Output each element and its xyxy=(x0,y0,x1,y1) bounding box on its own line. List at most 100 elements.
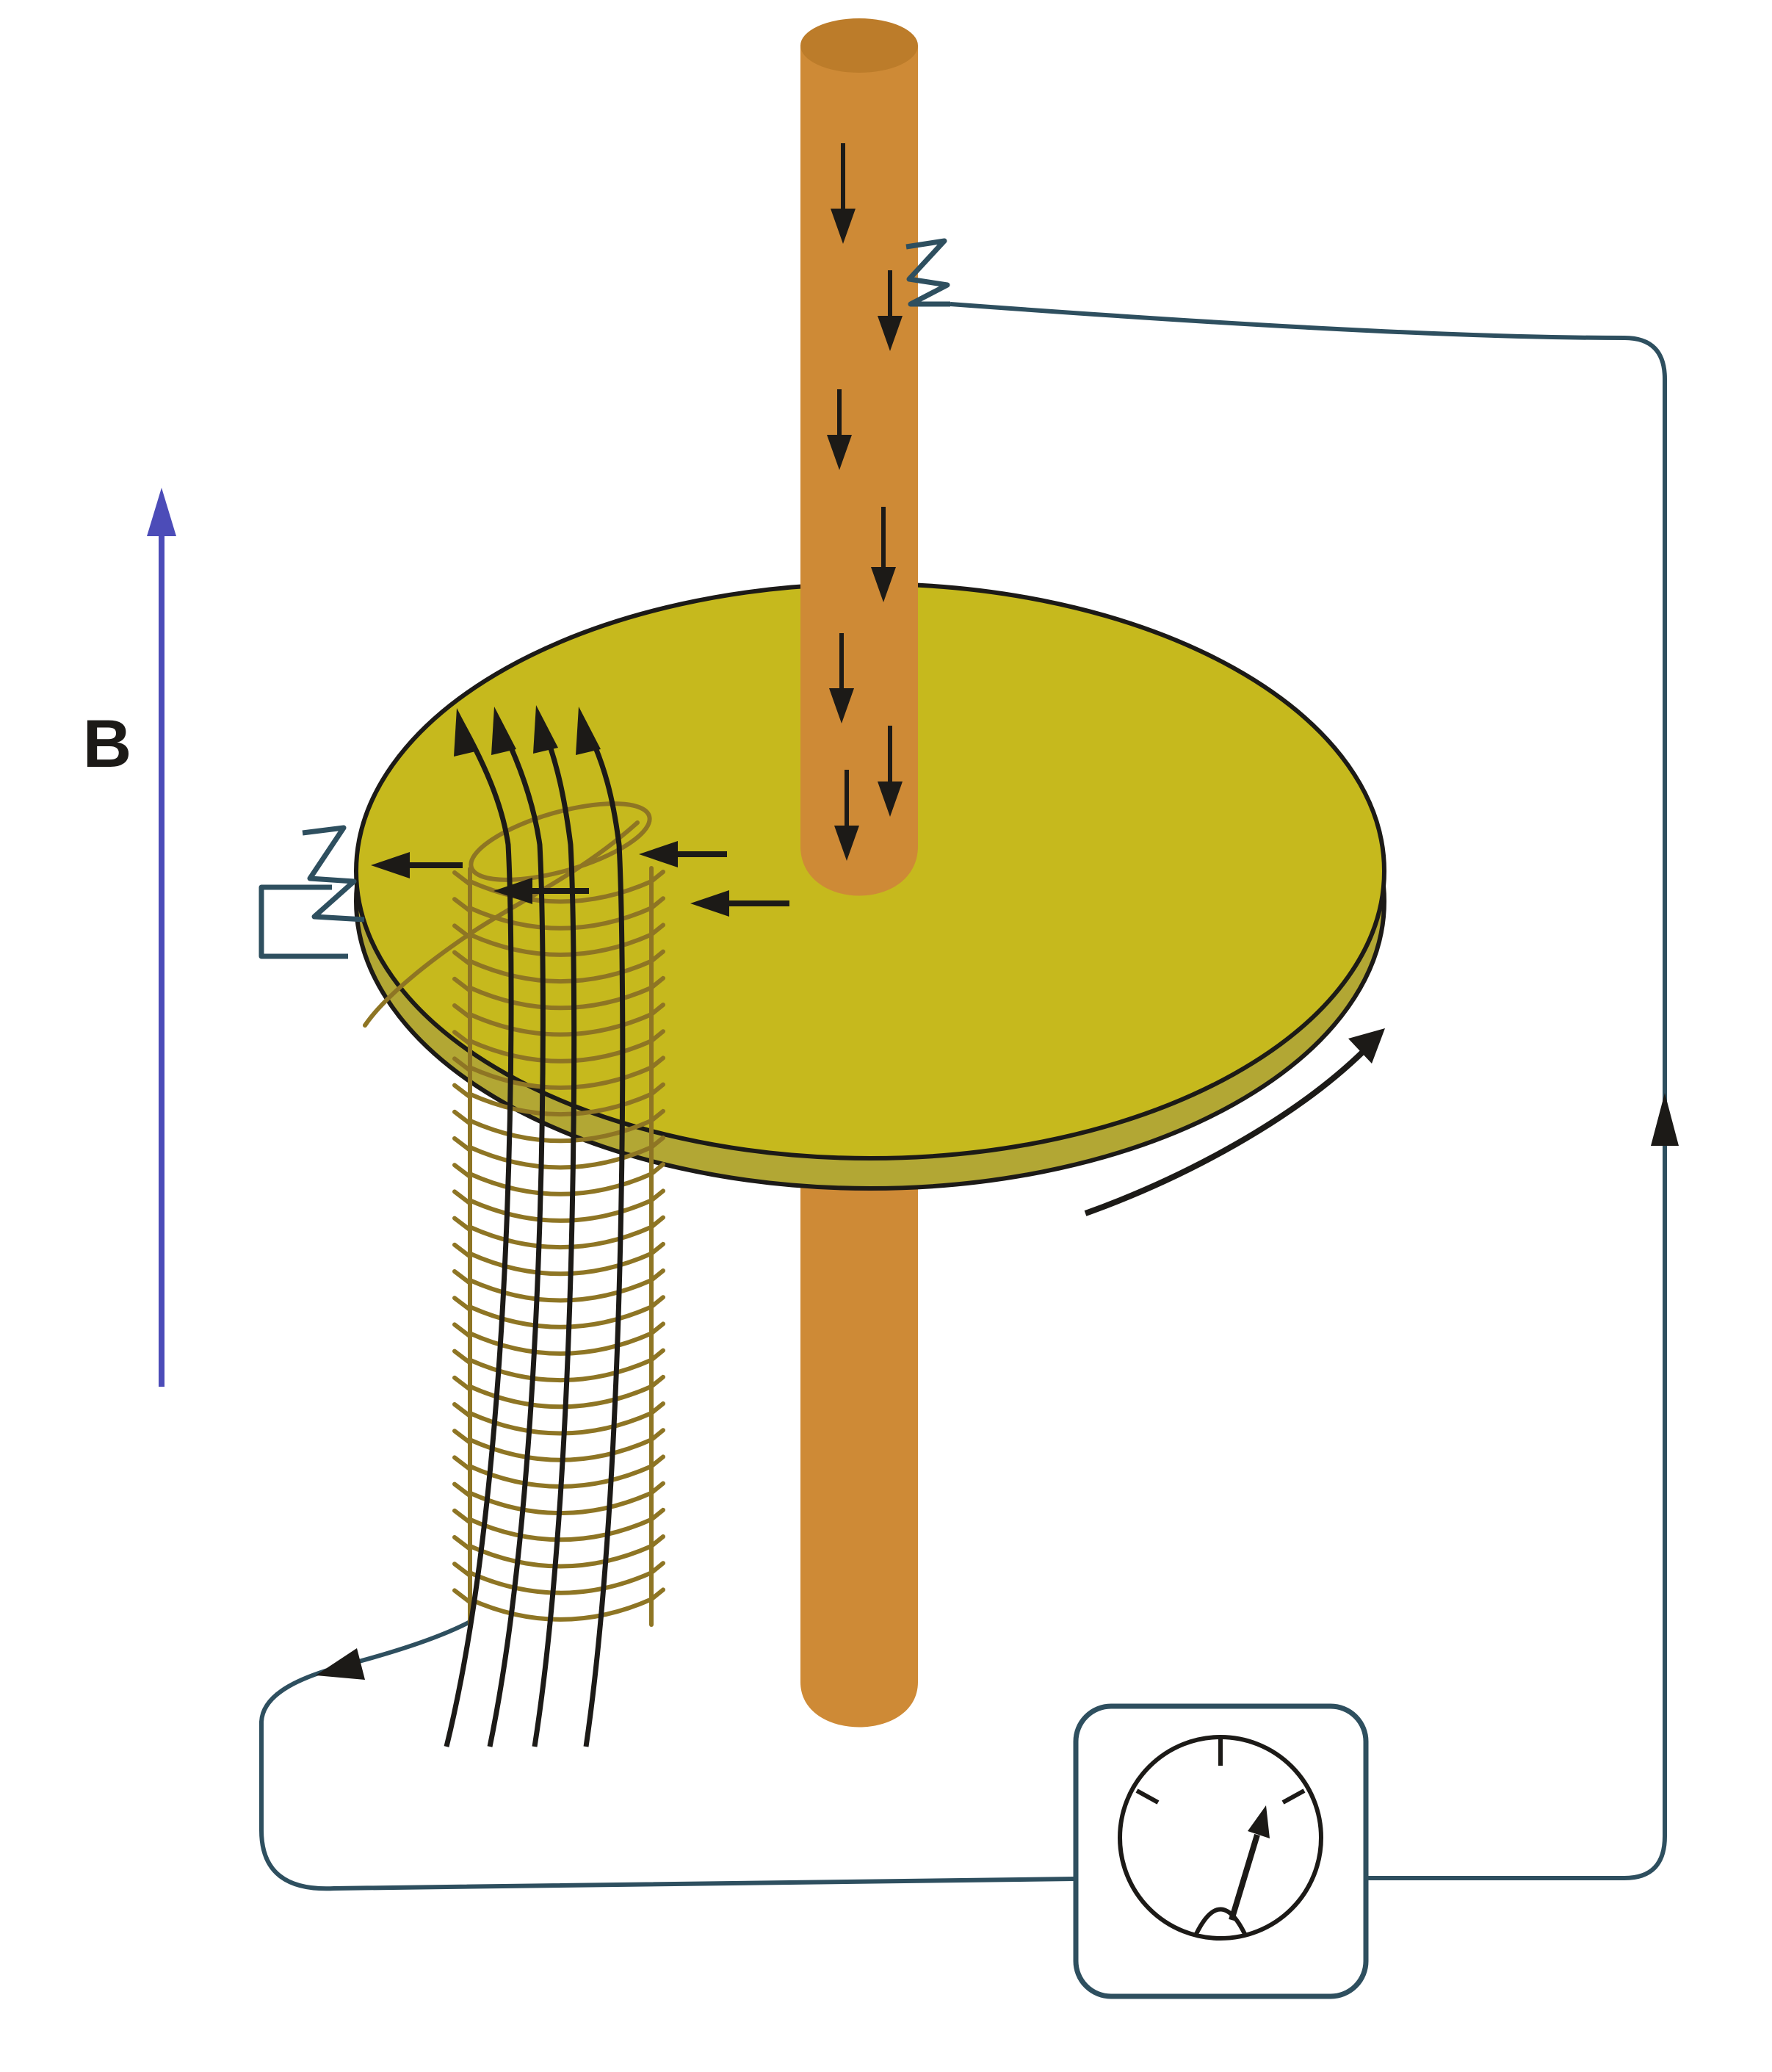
axle-current-arrowhead-icon xyxy=(834,826,859,861)
coil-turn-back-stub xyxy=(649,1003,665,1017)
coil-turn-back-stub xyxy=(649,1507,665,1522)
coil-turn xyxy=(468,1544,654,1569)
field-arrowhead-icon xyxy=(576,707,601,755)
disk-current-arrows xyxy=(371,841,789,917)
coil-turn xyxy=(468,1384,654,1409)
coil-turn xyxy=(468,1118,654,1144)
coil-turn-back-stub xyxy=(452,1455,472,1472)
coil-turn-back-stub xyxy=(649,1454,665,1469)
axle-current-arrowhead-icon xyxy=(878,316,903,351)
coil-turn xyxy=(468,1198,654,1223)
coil-turn-back-stub xyxy=(649,1348,665,1362)
coil-turn-back-stub xyxy=(452,1056,472,1073)
brush-at-rim xyxy=(258,825,365,959)
coil-turn-back-stub xyxy=(452,1588,472,1605)
coil-turn-back-stub xyxy=(649,1481,665,1495)
coil-turn xyxy=(468,1331,654,1356)
circuit-wire-right xyxy=(950,302,1667,1880)
galvanometer-tick-left xyxy=(1135,1788,1160,1805)
coil-turn-back-stub xyxy=(649,1188,665,1203)
coil-turn-back-stub xyxy=(452,1322,472,1339)
coil-turn-back-stub xyxy=(452,1429,472,1445)
coil xyxy=(363,801,665,1627)
coil-turn xyxy=(468,1251,654,1277)
coil-turn-back-stub xyxy=(649,1428,665,1443)
circuit-wire-left xyxy=(259,1620,1075,1891)
coil-turn xyxy=(468,1278,654,1303)
coil-turn xyxy=(468,1145,654,1170)
coil-turn-back-stub xyxy=(452,1109,472,1126)
coil-turn-back-stub xyxy=(649,1108,665,1123)
coil-turn-back-stub xyxy=(649,896,665,911)
coil-turn xyxy=(468,879,654,904)
coil-turn xyxy=(468,959,654,984)
galvanometer-tick-right xyxy=(1281,1788,1306,1805)
axle-top-cap xyxy=(800,18,918,73)
coil-turn-back-stub xyxy=(452,976,472,993)
coil-turn-back-stub xyxy=(452,923,472,940)
coil-turn-back-stub xyxy=(452,1003,472,1019)
coil-turn xyxy=(468,1065,654,1090)
field-line xyxy=(487,715,546,1747)
magnetic-field-lines xyxy=(444,705,626,1747)
galvanometer-needle-head-icon xyxy=(1248,1805,1270,1838)
coil-turn-back-stub xyxy=(649,1321,665,1336)
coil-turn xyxy=(468,1039,654,1064)
coil-turn-back-stub xyxy=(649,975,665,990)
coil-turn xyxy=(468,1304,654,1329)
coil-turn-back-stub xyxy=(649,1561,665,1575)
coil-turn-back-stub xyxy=(452,1269,472,1285)
rotation-arrowhead-icon xyxy=(1348,1028,1385,1064)
disk-current-arrowhead-icon xyxy=(371,852,410,878)
coil-turn-back-stub xyxy=(649,870,665,884)
coil-turns xyxy=(452,870,665,1622)
coil-turn-back-stub xyxy=(649,1029,665,1044)
field-line xyxy=(578,715,626,1747)
coil-turn xyxy=(468,1517,654,1542)
coil-turn-back-stub xyxy=(452,1481,472,1498)
coil-turn-back-stub xyxy=(649,1534,665,1548)
axle-body xyxy=(800,46,918,896)
coil-turn xyxy=(468,1570,654,1595)
wire-current-arrowhead-icon xyxy=(316,1648,365,1680)
coil-turn-back-stub xyxy=(649,1268,665,1282)
rotation-arrow xyxy=(1084,1028,1385,1216)
coil-turn-back-stub xyxy=(452,1083,472,1100)
coil-turn-back-stub xyxy=(452,1030,472,1047)
coil-turn-back-stub xyxy=(452,1535,472,1551)
axle-current-arrowhead-icon xyxy=(827,435,852,470)
field-line xyxy=(532,714,577,1747)
brush-at-axle xyxy=(905,238,950,307)
coil-turn-back-stub xyxy=(452,950,472,967)
galvanometer xyxy=(1073,1703,1369,1999)
field-line xyxy=(444,717,514,1747)
coil-turn xyxy=(468,1012,654,1037)
coil-turn-back-stub xyxy=(649,1162,665,1177)
axle-current-arrows xyxy=(827,143,903,861)
coil-turn-back-stub xyxy=(452,1296,472,1313)
disk-current-arrowhead-icon xyxy=(690,890,729,917)
brush-zigzag-icon xyxy=(302,825,365,923)
wire-current-arrowhead-up-icon xyxy=(1651,1093,1679,1146)
coil-turn-back-stub xyxy=(649,1401,665,1415)
coil-turn-back-stub xyxy=(649,1136,665,1149)
brush-bracket xyxy=(258,884,348,959)
field-arrowhead-icon xyxy=(454,708,479,757)
b-field-arrowhead-icon xyxy=(147,488,176,536)
coil-turn xyxy=(468,1172,654,1196)
coil-turn-back-stub xyxy=(649,1055,665,1070)
coil-turn xyxy=(468,932,654,957)
axle-current-arrowhead-icon xyxy=(878,781,903,817)
coil-turn xyxy=(468,1091,654,1117)
coil-turn xyxy=(468,985,654,1011)
coil-turn-back-stub xyxy=(452,1508,472,1525)
coil-turn-back-stub xyxy=(452,1163,472,1180)
coil-turn-back-stub xyxy=(452,1562,472,1578)
galvanometer-needle xyxy=(1229,1833,1260,1921)
coil-turn-back-stub xyxy=(649,1082,665,1097)
axle-lower xyxy=(800,1146,918,1728)
coil-turn-back-stub xyxy=(649,1295,665,1310)
brush-zigzag-icon xyxy=(905,238,950,307)
axle-current-arrowhead-icon xyxy=(871,567,896,602)
